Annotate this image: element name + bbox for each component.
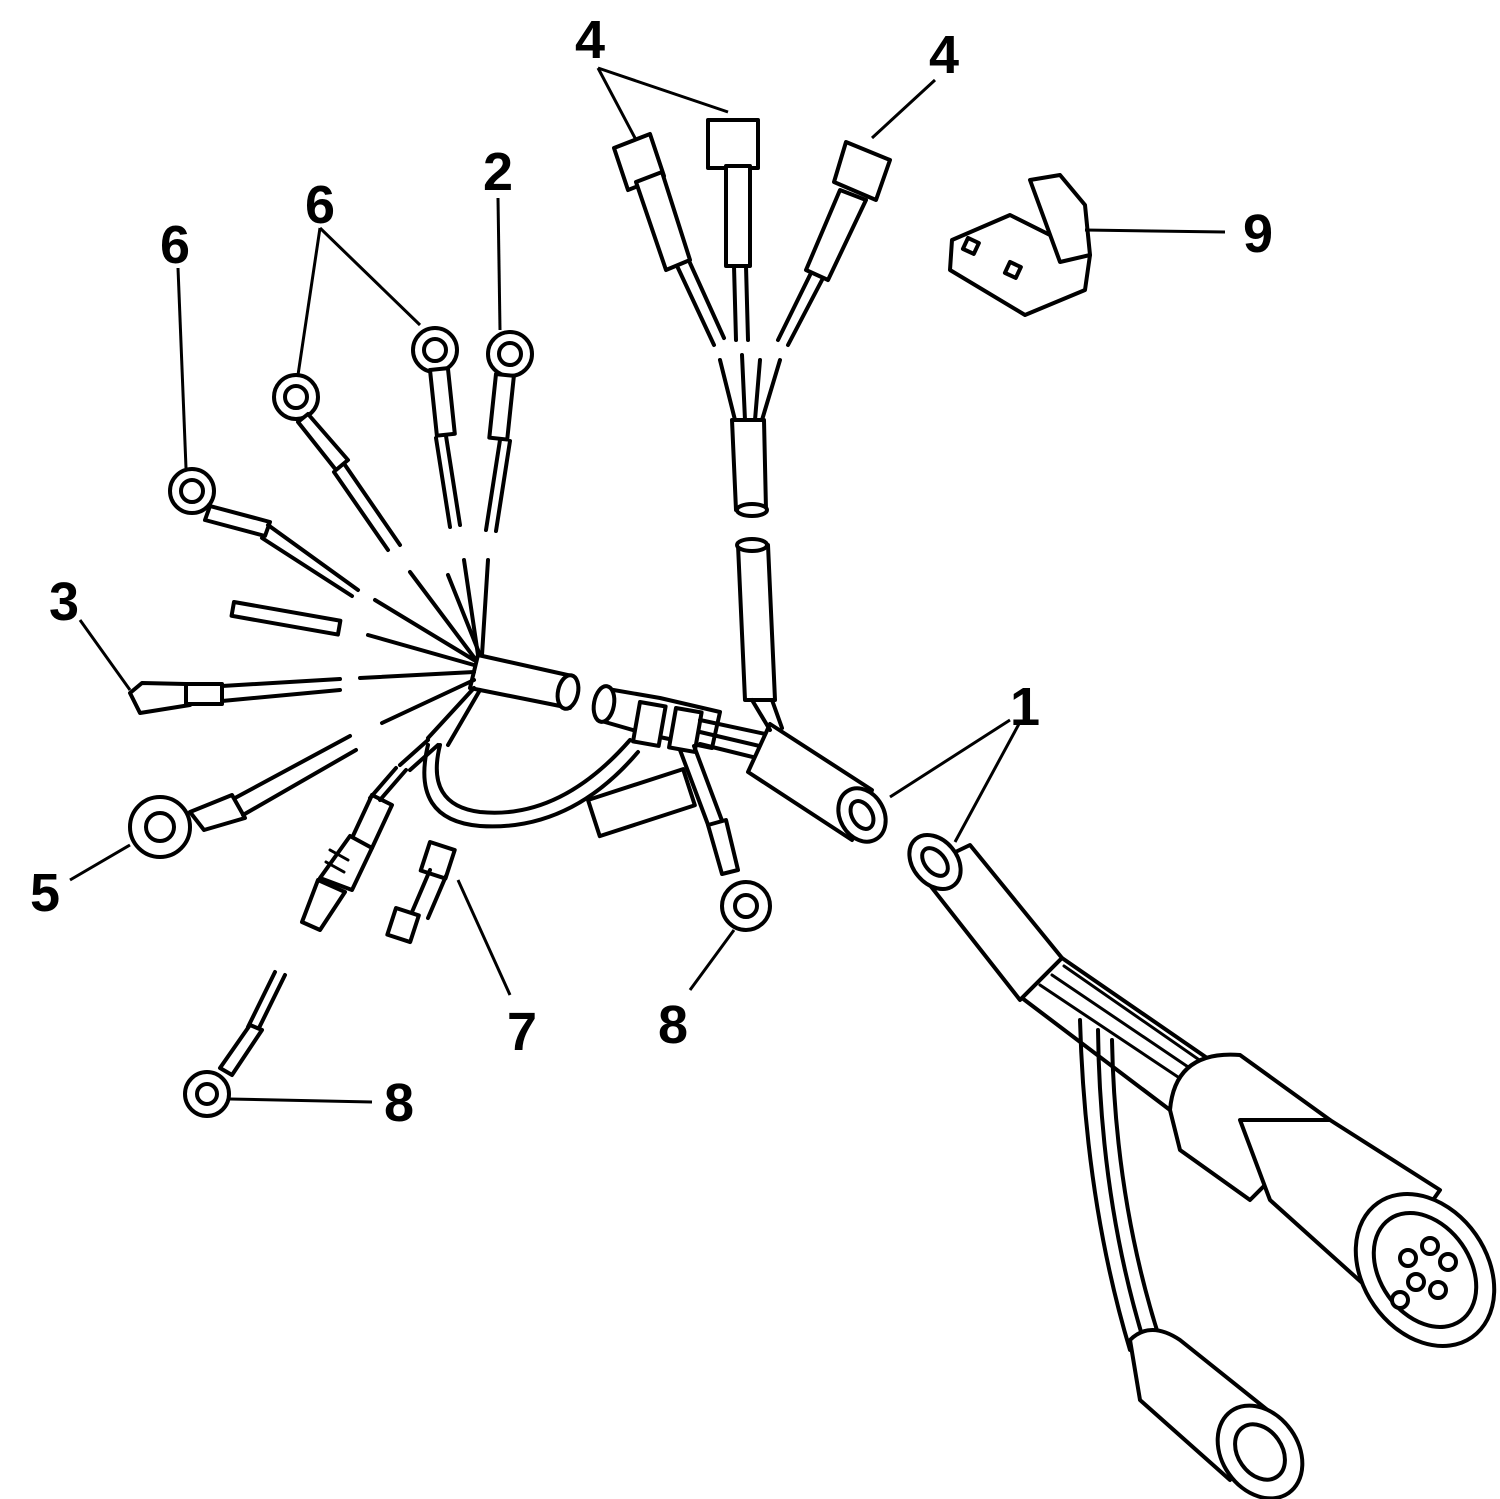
wire-fan — [229, 558, 490, 747]
center-ground-lead — [586, 744, 772, 932]
ring-terminal-2 — [484, 330, 534, 533]
ring-terminal-5 — [128, 734, 358, 859]
spade-connector-4-right — [776, 140, 892, 347]
center-sleeve — [591, 684, 772, 762]
callout-5: 5 — [29, 863, 61, 923]
callout-1: 1 — [1009, 677, 1041, 737]
connector-block-9 — [948, 173, 1092, 317]
leader-lines — [69, 66, 1226, 1104]
bullet-terminal-3 — [128, 677, 342, 715]
callout-3: 3 — [48, 572, 80, 632]
fuse-holder-assembly — [300, 738, 440, 932]
callout-6-left: 6 — [159, 215, 191, 275]
callout-4-right: 4 — [928, 25, 960, 85]
right-sleeve — [746, 722, 888, 844]
main-cable-plugs — [907, 833, 1497, 1499]
spade-connector-4-middle — [706, 118, 760, 342]
ring-terminal-6-right — [411, 326, 462, 529]
ring-terminal-6-middle — [272, 373, 402, 552]
ring-terminal-6-left — [168, 467, 360, 598]
callout-7: 7 — [506, 1002, 538, 1062]
callout-8-lower: 8 — [383, 1073, 415, 1133]
callout-4-left: 4 — [574, 10, 606, 70]
ring-terminal-8-lower — [183, 970, 287, 1118]
callout-8-center: 8 — [657, 995, 689, 1055]
main-junction-sleeve — [468, 653, 581, 711]
loop-wire — [422, 738, 640, 829]
vertical-cable — [718, 353, 784, 732]
spade-connector-4-left — [612, 132, 726, 347]
callout-2: 2 — [482, 142, 514, 202]
callout-6-middle: 6 — [304, 175, 336, 235]
fuse-7 — [385, 840, 457, 945]
callout-9: 9 — [1242, 204, 1274, 264]
